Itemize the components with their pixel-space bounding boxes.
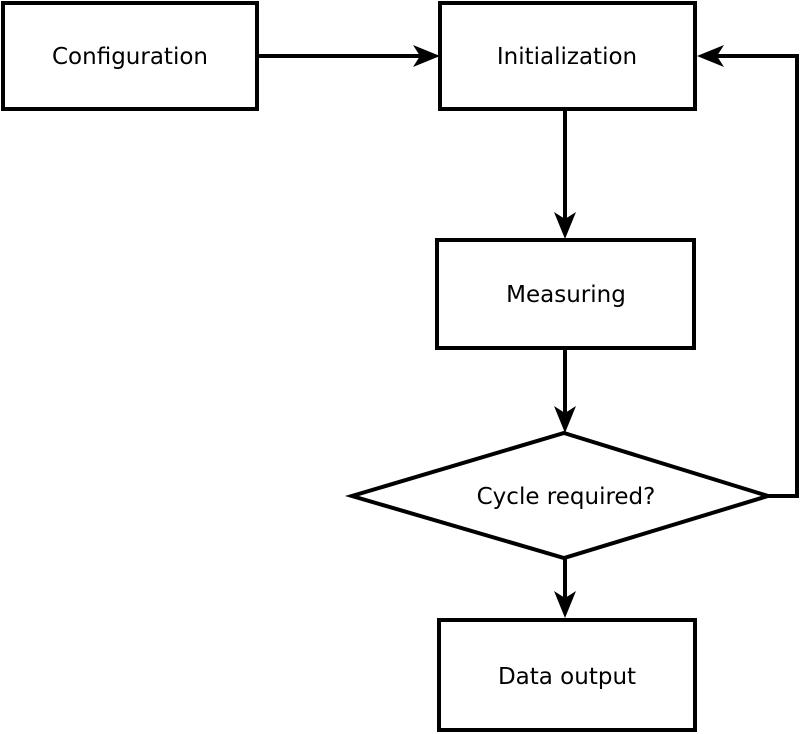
node-initialization-box [438, 1, 697, 111]
node-initialization-label: Initialization [497, 44, 637, 70]
node-measuring-box [435, 238, 696, 350]
node-cycle-required-label: Cycle required? [477, 484, 656, 510]
arrowhead-into-data-output [554, 591, 576, 618]
node-data-output-label: Data output [498, 664, 636, 690]
arrowhead-into-initialization-left [413, 45, 440, 67]
node-configuration-label: Configuration [52, 44, 208, 70]
arrowhead-into-initialization-right [697, 45, 724, 67]
node-cycle-required-diamond [344, 430, 775, 561]
node-measuring-label: Measuring [506, 282, 626, 308]
node-data-output-box [437, 618, 697, 732]
arrowhead-into-cycle-required [554, 406, 576, 433]
edge-cycle-required-to-initialization [717, 54, 799, 498]
arrowhead-into-measuring [554, 212, 576, 239]
node-configuration-box [1, 1, 259, 111]
